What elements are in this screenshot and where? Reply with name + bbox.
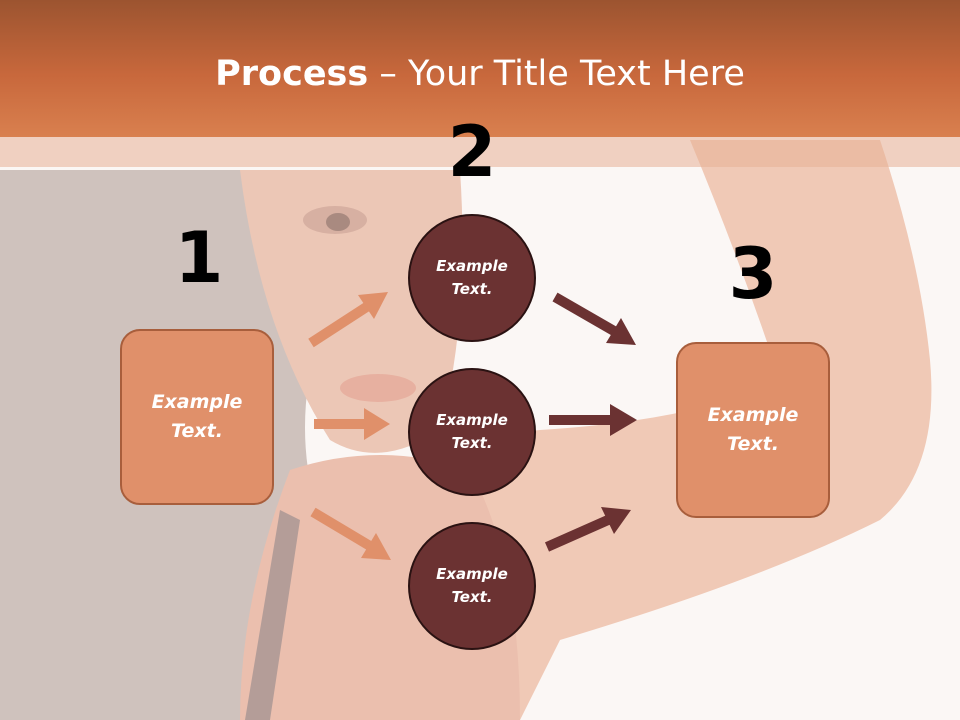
top-circle-label: Example Text.	[436, 257, 508, 298]
arrow-bottom-to-right	[544, 507, 631, 552]
slide-title: Process – Your Title Text Here	[0, 52, 960, 96]
slide-title-bold: Process	[215, 54, 369, 94]
title-bar-band	[0, 137, 960, 167]
bottom-circle-label: Example Text.	[436, 565, 508, 606]
middle-circle: Example Text.	[408, 368, 536, 496]
step-number-2: 2	[447, 111, 497, 193]
right-process-box: Example Text.	[676, 342, 830, 518]
step-number-3: 3	[728, 233, 778, 315]
top-circle: Example Text.	[408, 214, 536, 342]
arrow-middle-to-right	[549, 404, 637, 436]
middle-circle-label: Example Text.	[436, 411, 508, 452]
right-box-label: Example Text.	[707, 404, 799, 455]
step-number-1: 1	[174, 217, 224, 299]
slide-title-rest: – Your Title Text Here	[368, 54, 745, 94]
left-process-box: Example Text.	[120, 329, 274, 505]
arrow-left-to-bottom	[310, 507, 391, 560]
title-bar	[0, 0, 960, 137]
left-box-label: Example Text.	[151, 391, 243, 442]
arrow-top-to-right	[552, 292, 636, 345]
arrow-left-to-top	[308, 292, 388, 348]
arrow-left-to-middle	[314, 408, 390, 440]
bottom-circle: Example Text.	[408, 522, 536, 650]
